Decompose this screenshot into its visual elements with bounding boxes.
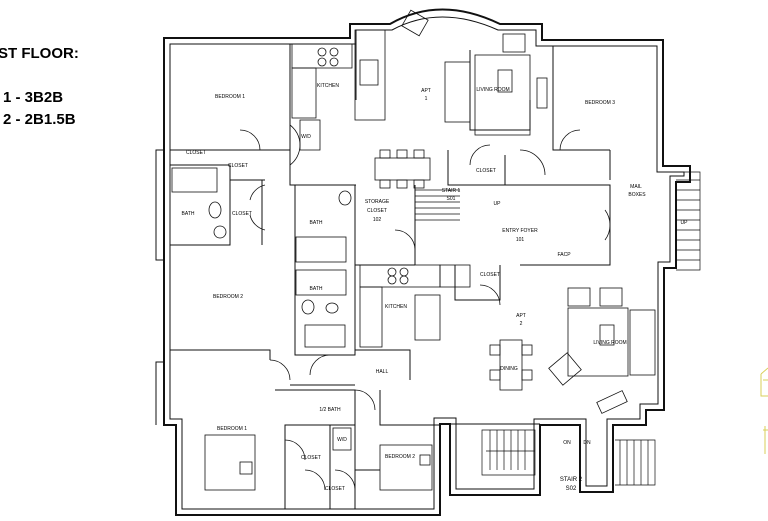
label-storage: STORAGE: [365, 199, 390, 205]
label-bedroom-2-left: BEDROOM 2: [213, 294, 243, 300]
label-apt-1-number: 1: [425, 96, 428, 102]
label-apt-1: APT: [421, 88, 431, 94]
label-up-entry: UP: [681, 220, 689, 226]
label-wd-low: W/D: [337, 437, 347, 443]
label-entry-foyer: ENTRY FOYER: [502, 228, 538, 234]
label-entry-foyer-number: 101: [516, 237, 525, 243]
label-dining: DINING: [500, 366, 518, 372]
label-bedroom-1-top: BEDROOM 1: [215, 94, 245, 100]
legend-heading: ST FLOOR:: [0, 45, 79, 62]
label-up-stair-1: UP: [494, 201, 502, 207]
label-bedroom-3: BEDROOM 3: [585, 100, 615, 106]
label-bath-mid: BATH: [310, 220, 323, 226]
label-on: ON: [563, 440, 571, 446]
label-storage-number: 102: [373, 217, 382, 223]
legend-unit-2: 2 - 2B1.5B: [3, 111, 76, 128]
label-stair-2-number: S02: [566, 486, 577, 492]
label-kitchen-top: KITCHEN: [317, 83, 339, 89]
label-closet-b: CLOSET: [228, 163, 248, 169]
label-closet-g: CLOSET: [325, 486, 345, 492]
label-hall: HALL: [376, 369, 389, 375]
label-apt-2: APT: [516, 313, 526, 319]
label-apt-2-number: 2: [520, 321, 523, 327]
label-wd-top: W/D: [301, 134, 311, 140]
label-closet-d: CLOSET: [476, 168, 496, 174]
label-living-room-low: LIVING ROOM: [593, 340, 626, 346]
label-facp: FACP: [557, 252, 571, 258]
label-bedroom-2-low: BEDROOM 2: [385, 454, 415, 460]
label-boxes: BOXES: [628, 192, 646, 198]
unit-legend: ST FLOOR: 1 - 3B2B 2 - 2B1.5B: [0, 0, 160, 140]
label-stair-1: STAIR 1: [442, 188, 461, 194]
label-bath-low: BATH: [310, 286, 323, 292]
label-stair-2: STAIR 2: [560, 477, 583, 483]
label-closet-c: CLOSET: [232, 211, 252, 217]
legend-unit-1: 1 - 3B2B: [3, 89, 64, 106]
label-mail: MAIL: [630, 184, 642, 190]
logo-mark: [760, 367, 768, 454]
label-bath-left: BATH: [182, 211, 195, 217]
label-storage-closet: CLOSET: [367, 208, 387, 214]
label-stair-1-number: S01: [447, 196, 456, 202]
label-closet-e: CLOSET: [480, 272, 500, 278]
label-kitchen-low: KITCHEN: [385, 304, 407, 310]
label-bedroom-1-low: BEDROOM 1: [217, 426, 247, 432]
exterior-wall: [163, 8, 691, 516]
label-half-bath: 1/2 BATH: [319, 407, 341, 413]
label-closet-f: CLOSET: [301, 455, 321, 461]
label-living-room-top: LIVING ROOM: [476, 87, 509, 93]
label-closet-a: CLOSET: [186, 150, 206, 156]
label-dn: DN: [583, 440, 591, 446]
